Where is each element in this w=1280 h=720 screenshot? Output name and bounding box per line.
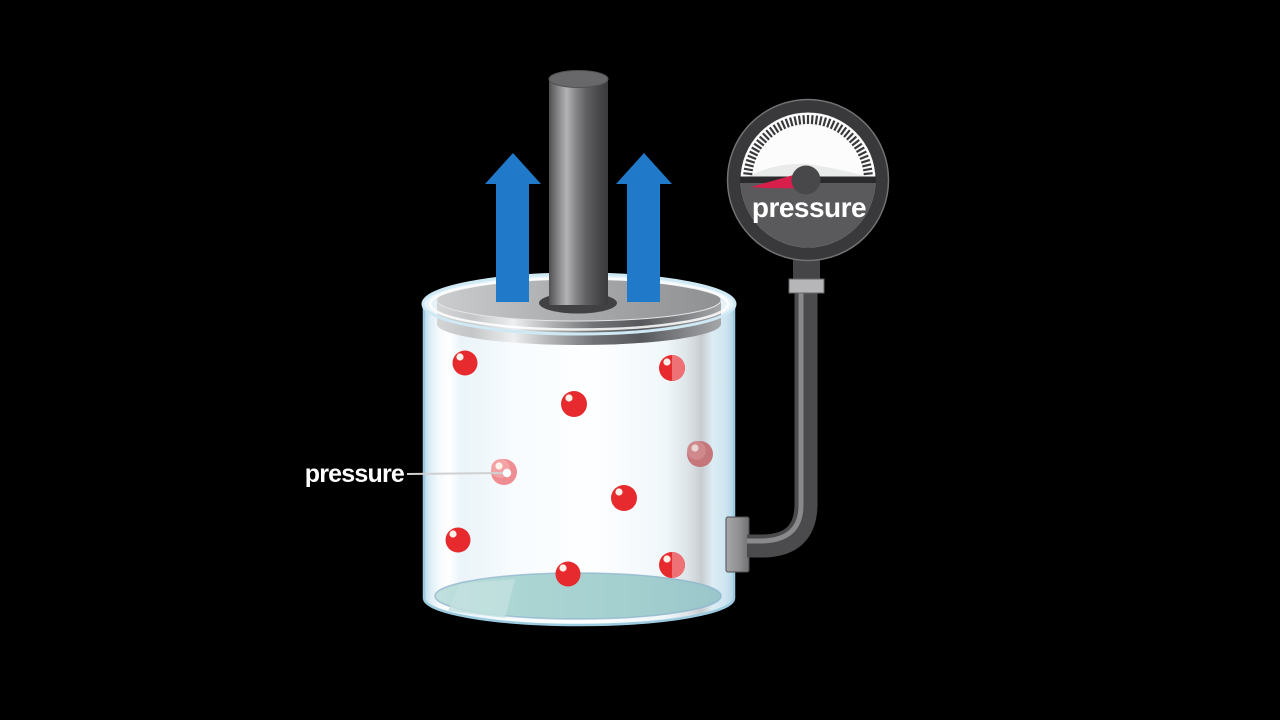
pressure-gauge: pressure	[726, 98, 890, 294]
rod-top	[548, 70, 609, 88]
gas-particle	[452, 350, 478, 376]
cylinder-port	[725, 516, 750, 573]
particle-label: pressure	[305, 460, 405, 488]
leader-dot	[502, 468, 512, 478]
leader-line	[406, 472, 506, 475]
gauge-label: pressure	[752, 192, 866, 223]
gauge-needle-hub	[791, 165, 821, 195]
pull-direction-arrows	[485, 153, 672, 302]
up-arrow-right-icon	[616, 153, 672, 302]
gauge-fitting	[788, 278, 825, 294]
piston-rod	[548, 70, 609, 305]
gas-particle	[561, 391, 587, 417]
gas-particle	[659, 355, 685, 381]
gas-particle	[611, 485, 637, 511]
particle-pointer: pressure	[305, 460, 512, 488]
cylinder-body	[422, 302, 736, 627]
tube-pipe	[747, 290, 818, 558]
gas-particles	[445, 350, 713, 587]
gauge-tube	[725, 290, 818, 573]
gas-particle	[445, 527, 471, 553]
gas-particle	[555, 561, 581, 587]
gas-particle	[659, 552, 685, 578]
gas-particle	[687, 441, 713, 467]
gauge-lower-half	[740, 180, 876, 248]
base-light-band	[448, 579, 515, 618]
tube-highlight	[747, 292, 804, 544]
up-arrow-left-icon	[485, 153, 541, 302]
